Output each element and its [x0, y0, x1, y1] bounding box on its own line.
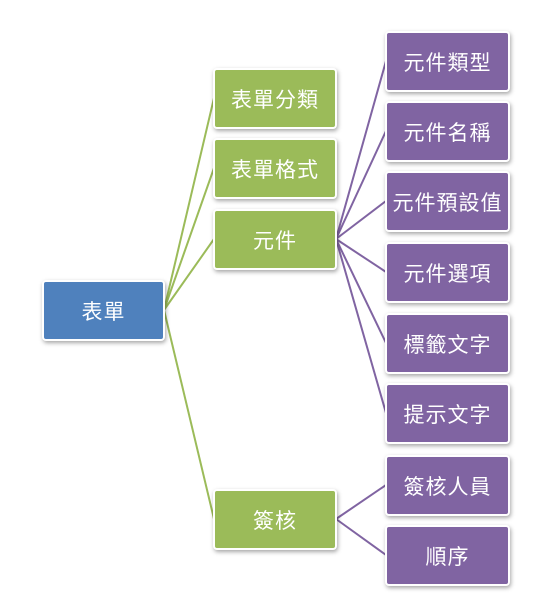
node-label: 標籤文字 — [403, 332, 492, 357]
node-component-default-value[interactable]: 元件預設值 — [385, 171, 510, 232]
node-label: 簽核人員 — [403, 474, 492, 499]
connector-root-branch-1 — [163, 167, 215, 311]
node-form-format[interactable]: 表單格式 — [213, 138, 337, 199]
node-approver[interactable]: 簽核人員 — [385, 455, 510, 516]
connector-root-branch-2 — [163, 238, 215, 311]
node-label-text[interactable]: 標籤文字 — [385, 313, 510, 374]
node-label: 表單格式 — [231, 157, 319, 182]
node-approval[interactable]: 簽核 — [213, 489, 337, 550]
connector-branch2-leaf-0 — [335, 60, 387, 240]
node-label: 順序 — [425, 544, 470, 569]
node-label: 元件選項 — [403, 261, 492, 286]
connector-root-branch-0 — [163, 97, 215, 311]
node-label: 元件類型 — [403, 50, 492, 75]
node-order[interactable]: 順序 — [385, 525, 510, 586]
node-label: 元件 — [253, 228, 297, 253]
node-component-options[interactable]: 元件選項 — [385, 242, 510, 303]
node-label: 簽核 — [253, 508, 297, 533]
node-label: 元件預設值 — [392, 190, 503, 215]
node-component[interactable]: 元件 — [213, 209, 337, 270]
connector-branch2-leaf-3 — [335, 238, 387, 273]
node-component-name[interactable]: 元件名稱 — [385, 101, 510, 162]
connector-root-branch-3 — [163, 309, 215, 520]
node-label: 提示文字 — [403, 402, 492, 427]
node-root-form[interactable]: 表單 — [42, 280, 165, 341]
connector-branch2-leaf-2 — [335, 200, 387, 240]
connector-branch3-leaf-1 — [335, 518, 387, 556]
connector-branch2-leaf-1 — [335, 130, 387, 240]
node-hint-text[interactable]: 提示文字 — [385, 383, 510, 444]
node-label: 表單 — [81, 299, 126, 324]
connector-branch2-leaf-5 — [335, 238, 387, 414]
node-label: 元件名稱 — [403, 120, 492, 145]
node-form-category[interactable]: 表單分類 — [213, 68, 337, 129]
node-component-type[interactable]: 元件類型 — [385, 31, 510, 92]
connector-branch2-leaf-4 — [335, 238, 387, 344]
connector-branch3-leaf-0 — [335, 484, 387, 520]
node-label: 表單分類 — [231, 87, 319, 112]
